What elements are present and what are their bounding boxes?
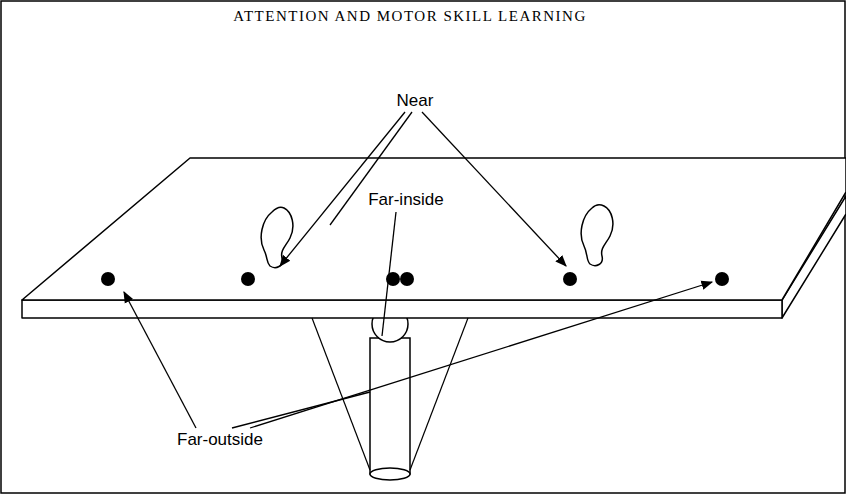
- support-lines: [312, 318, 468, 470]
- position-label: Far-inside: [366, 190, 446, 210]
- support-post: [370, 306, 410, 480]
- position-label: Far-outside: [175, 430, 265, 450]
- position-label: Near: [395, 91, 436, 111]
- running-title: ATTENTION AND MOTOR SKILL LEARNING: [233, 8, 586, 25]
- target-dots: [101, 272, 729, 286]
- footprint: [261, 205, 613, 268]
- leader-lines: [124, 112, 712, 428]
- balance-board: [22, 158, 846, 318]
